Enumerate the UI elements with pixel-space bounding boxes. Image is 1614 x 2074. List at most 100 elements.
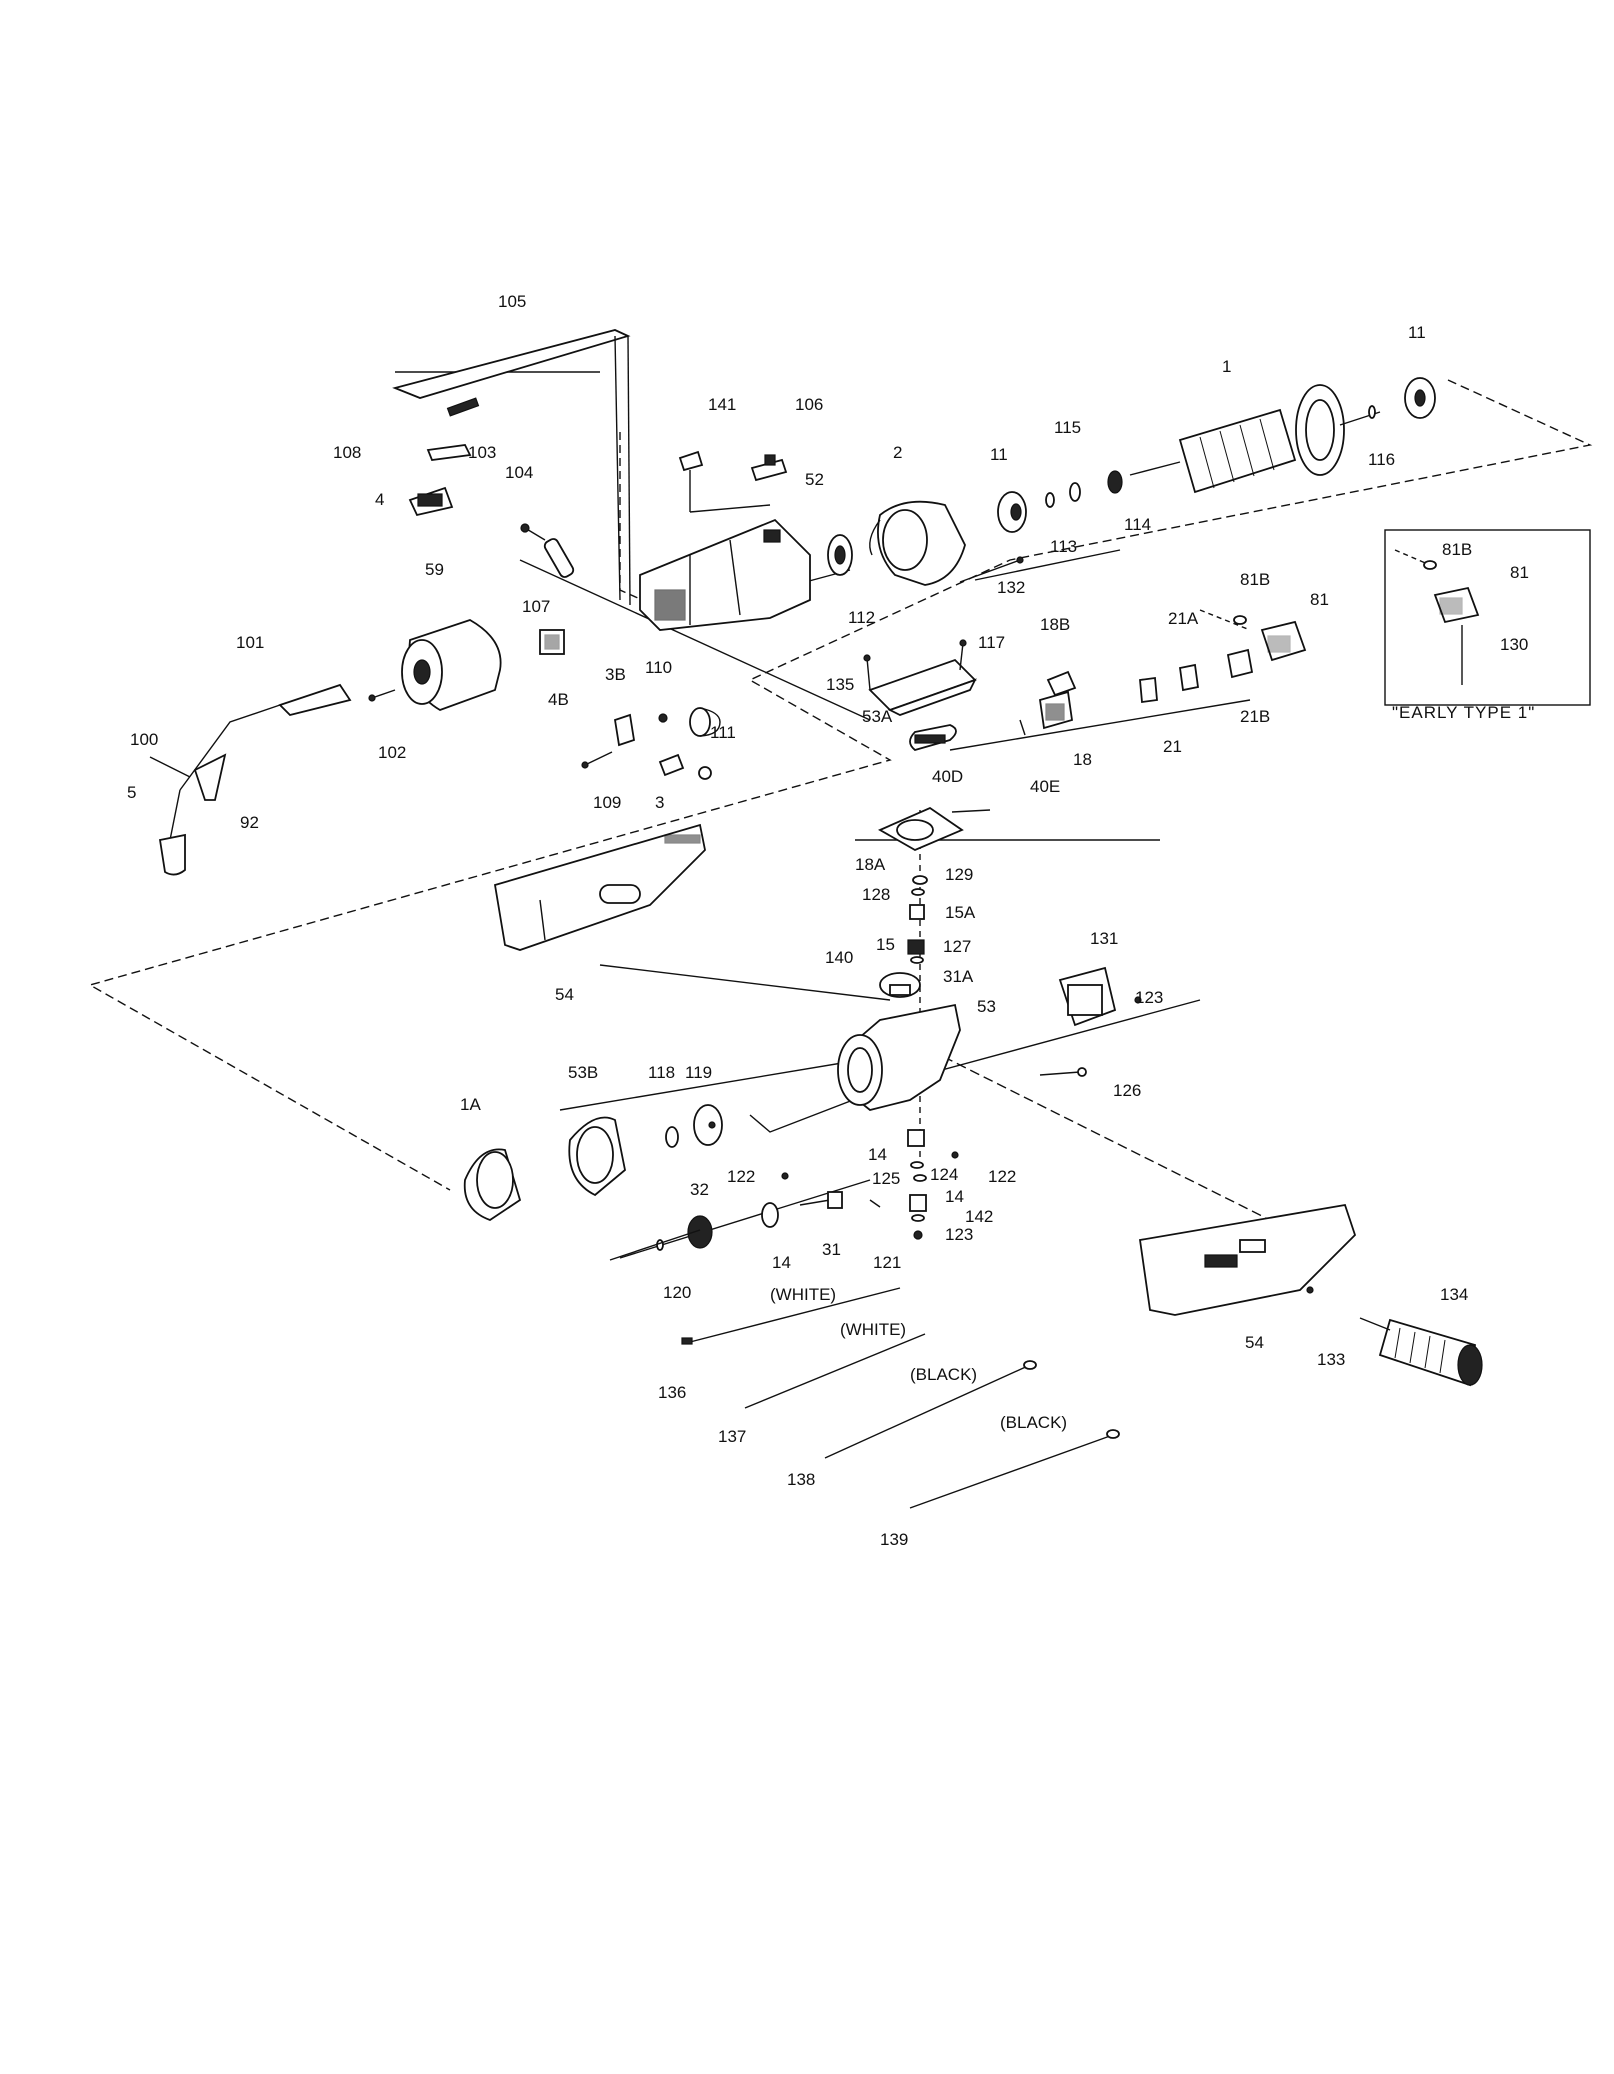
label-120: 120 [663,1283,691,1302]
label-111: 111 [710,723,736,742]
label-53A: 53A [862,707,893,726]
guard-131 [1058,966,1117,1027]
screw-135 [863,654,871,691]
cap-111 [689,707,721,737]
label-129: 129 [945,865,973,884]
label-130: 130 [1500,635,1528,654]
key-121 [869,1199,881,1208]
bushing-14-lower [909,1194,927,1212]
gear-31A [879,972,921,998]
label-106: 106 [795,395,823,414]
label-40D: 40D [932,767,963,786]
label-140: 140 [825,948,853,967]
label-122-right: 122 [988,1167,1016,1186]
brush-4B [539,629,565,655]
screw-133 [1306,1286,1314,1294]
washer-14-front [761,1202,779,1228]
bearing-11-rear [1404,377,1436,419]
label-54-lower: 54 [1245,1333,1264,1352]
nut-81B [1199,609,1251,631]
plate-21A [1178,663,1200,692]
label-11-front: 11 [990,445,1008,464]
washer-129 [912,875,928,885]
screw-104 [520,523,546,541]
label-123-upper: 123 [1135,988,1163,1007]
pin-40E [1019,719,1026,736]
washer-118 [665,1126,679,1148]
plug-5 [158,789,186,876]
label-114: 114 [1124,515,1151,534]
label-40E: 40E [1030,777,1060,796]
label-31A: 31A [943,967,974,986]
label-52: 52 [805,470,824,489]
label-21A: 21A [1168,609,1199,628]
wire-color-137: (WHITE) [840,1320,906,1339]
label-122-left: 122 [727,1167,755,1186]
label-1: 1 [1222,357,1231,376]
bracket-107 [543,538,575,578]
handle-half-54-lower [1138,1203,1357,1316]
label-18: 18 [1073,750,1092,769]
label-116: 116 [1368,450,1395,469]
cover-1A [463,1148,522,1221]
label-5: 5 [127,783,136,802]
label-11-rear: 11 [1408,323,1426,342]
brush-holder-3B [613,713,636,747]
label-108: 108 [333,443,361,462]
bracket-141 [678,450,704,472]
label-117: 117 [978,633,1005,652]
label-81B-inset: 81B [1442,540,1472,559]
plate-119 [693,1104,723,1146]
label-110: 110 [645,658,672,677]
label-131: 131 [1090,929,1118,948]
label-21: 21 [1163,737,1182,756]
label-123-lower: 123 [945,1225,973,1244]
wire-color-139: (BLACK) [1000,1413,1067,1432]
wire-136 [681,1287,901,1345]
label-53: 53 [977,997,996,1016]
shaft-31 [799,1191,843,1209]
plate-108 [426,444,472,461]
assembly-guide-lines [88,371,1593,1259]
label-3B: 3B [605,665,626,684]
label-81-inset: 81 [1510,563,1529,582]
spring-3 [658,753,712,780]
label-141: 141 [708,395,736,414]
label-132: 132 [997,578,1025,597]
bearing-112 [827,534,853,576]
plate-21B [1226,648,1254,679]
washer-115 [1069,482,1081,502]
washer-128 [911,888,925,896]
link-40D [909,724,957,751]
label-54-upper: 54 [555,985,574,1004]
label-15A: 15A [945,903,976,922]
label-124: 124 [930,1165,958,1184]
ring-120 [609,1229,701,1261]
label-125: 125 [872,1169,900,1188]
screw-122-left [781,1172,789,1180]
handle-half-54-upper [493,823,706,951]
label-100: 100 [130,730,158,749]
label-4: 4 [375,490,384,509]
screw-102 [368,689,396,702]
screw-123-lower [913,1230,923,1240]
label-102: 102 [378,743,406,762]
screw-123-upper [1134,996,1142,1004]
label-109: 109 [593,793,621,812]
screw-100 [149,756,191,778]
bearing-11-front [997,491,1027,533]
plate-21 [1139,676,1158,704]
plate-53A [868,658,977,716]
label-134: 134 [1440,1285,1468,1304]
label-59: 59 [425,560,444,579]
label-136: 136 [658,1383,686,1402]
switch-bracket-105 [392,329,631,606]
screw-110 [658,713,668,723]
washer-124 [913,1174,927,1182]
label-138: 138 [787,1470,815,1489]
washer-116 [1368,405,1376,419]
washer-127 [910,956,924,964]
cord-101 [179,683,352,791]
label-112: 112 [848,608,875,627]
